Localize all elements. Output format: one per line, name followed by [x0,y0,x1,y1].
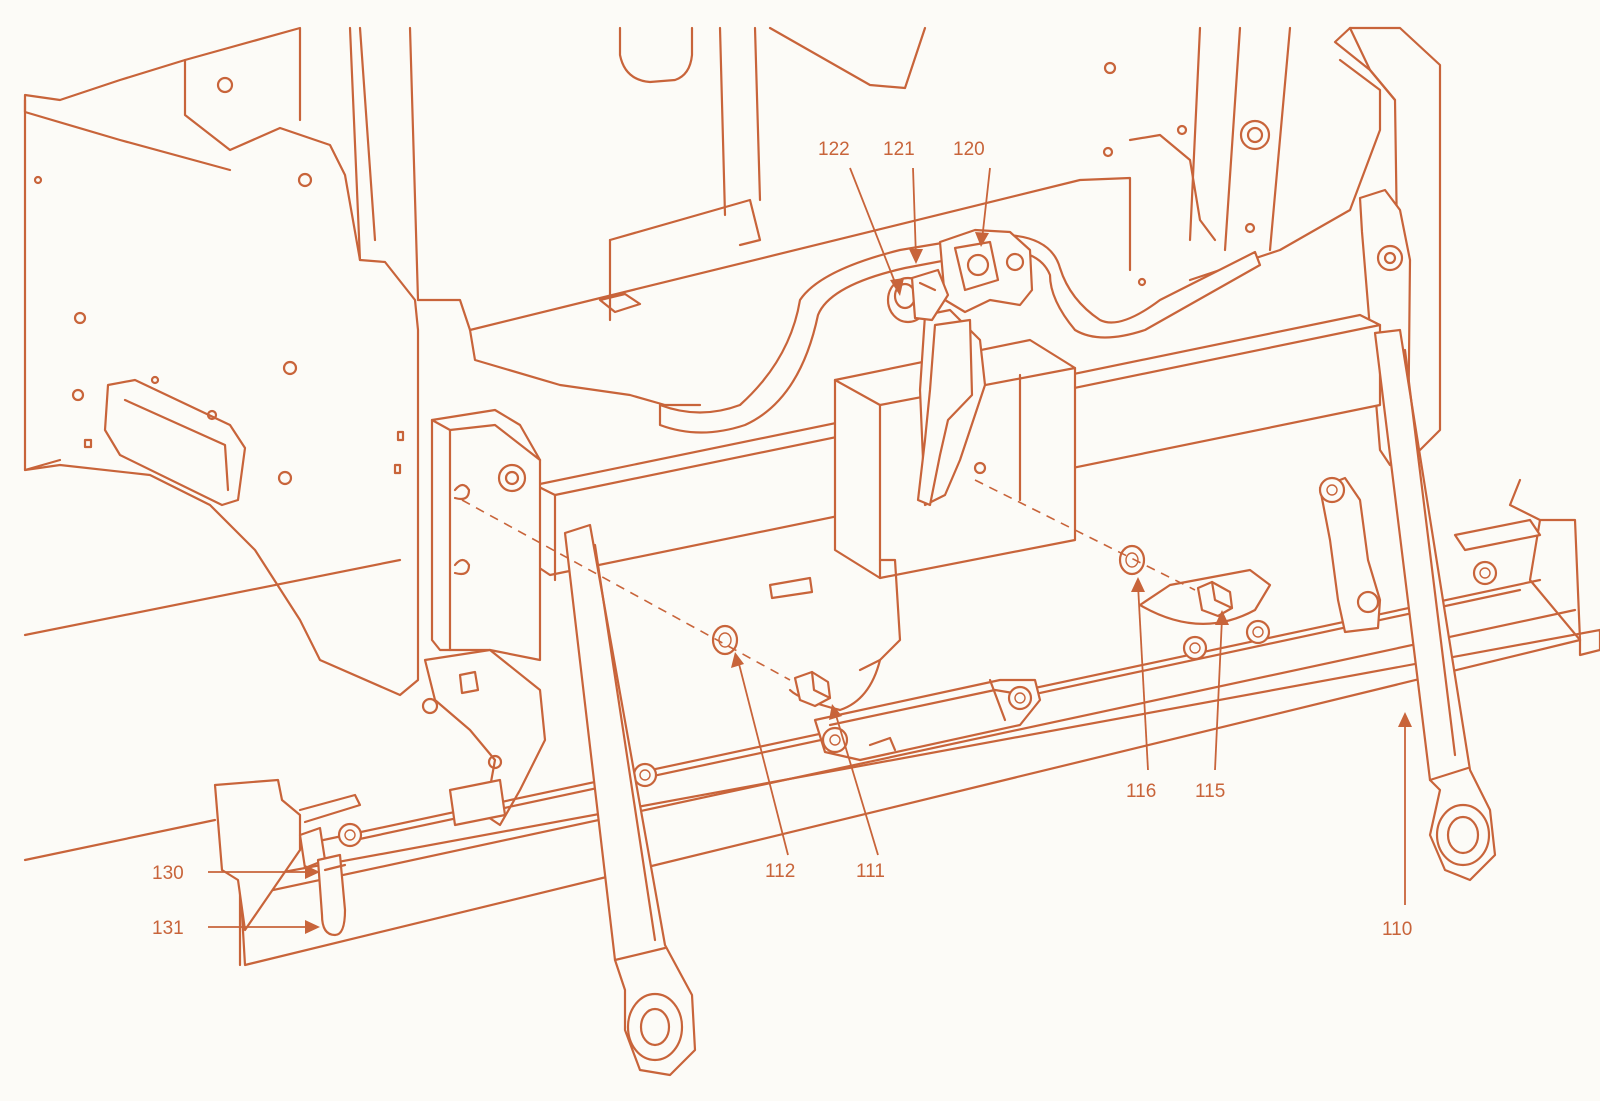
latch-lever [916,318,974,507]
lift-arm-left [563,523,697,1077]
explode-axis-right [974,479,1196,591]
callout-110: 110 [1382,919,1413,940]
bumper-end-cap [213,778,302,932]
callout-120: 120 [953,139,985,160]
lift-arm-left-body [563,523,697,1077]
lift-arm-right [1373,328,1497,882]
callout-121: 121 [883,139,915,160]
chassis-frame [23,26,1442,862]
exploded-hardware [461,479,1234,708]
bumper-front-face [238,628,1600,967]
callout-131: 131 [152,918,184,939]
callout-112: 112 [765,861,796,882]
left-side-plate [23,58,420,697]
latch-part-130-131 [298,826,347,937]
callout-130: 130 [152,863,184,884]
callout-111: 111 [856,861,885,882]
callout-116: 116 [1126,781,1157,802]
explode-axis-left [461,499,791,681]
washer-116 [1118,544,1146,576]
left-lift-bracket [421,408,547,827]
left-plate-slot [103,378,247,507]
hitch-pin-assembly [886,228,1034,507]
lift-arm-right-body [1373,328,1497,882]
callout-122: 122 [818,139,850,160]
curved-saddle [658,233,1262,434]
right-lift-bracket [1318,476,1382,634]
leader-lines [208,167,1412,934]
callout-115: 115 [1195,781,1226,802]
